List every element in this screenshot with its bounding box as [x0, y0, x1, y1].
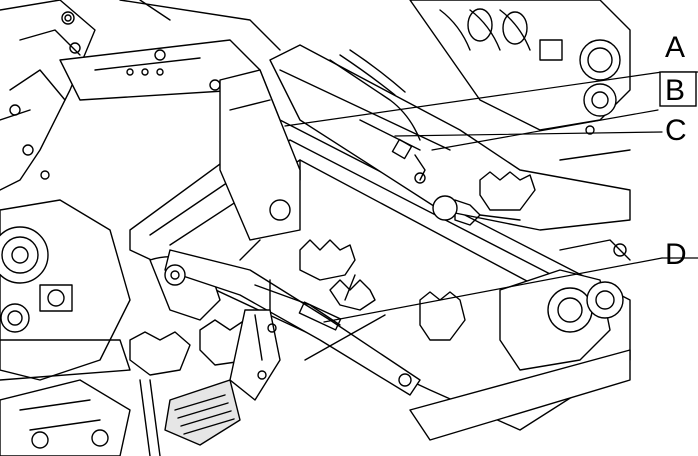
- lower-right-frame: [409, 239, 631, 441]
- center-mount: [219, 69, 301, 261]
- drive-shaft: [164, 249, 421, 396]
- left-gearbox: [0, 199, 131, 381]
- callout-c: C: [665, 114, 687, 147]
- label-b-box: [659, 71, 697, 107]
- bottom-left-assembly: [0, 379, 161, 456]
- leader-d: [323, 257, 663, 323]
- cross-frame: [269, 44, 631, 231]
- callout-b: B: [665, 74, 686, 107]
- hitch-yoke: [164, 309, 281, 446]
- leader-b: [431, 109, 659, 151]
- leader-a: [284, 71, 663, 127]
- leader-c: [394, 131, 663, 137]
- callout-d: D: [665, 238, 687, 271]
- callout-a: A: [665, 31, 686, 64]
- left-frame-arm: [0, 0, 96, 191]
- callout-leaders: [284, 71, 698, 323]
- hydraulic-hoses: [329, 49, 426, 184]
- top-right-mechanism: [409, 0, 631, 161]
